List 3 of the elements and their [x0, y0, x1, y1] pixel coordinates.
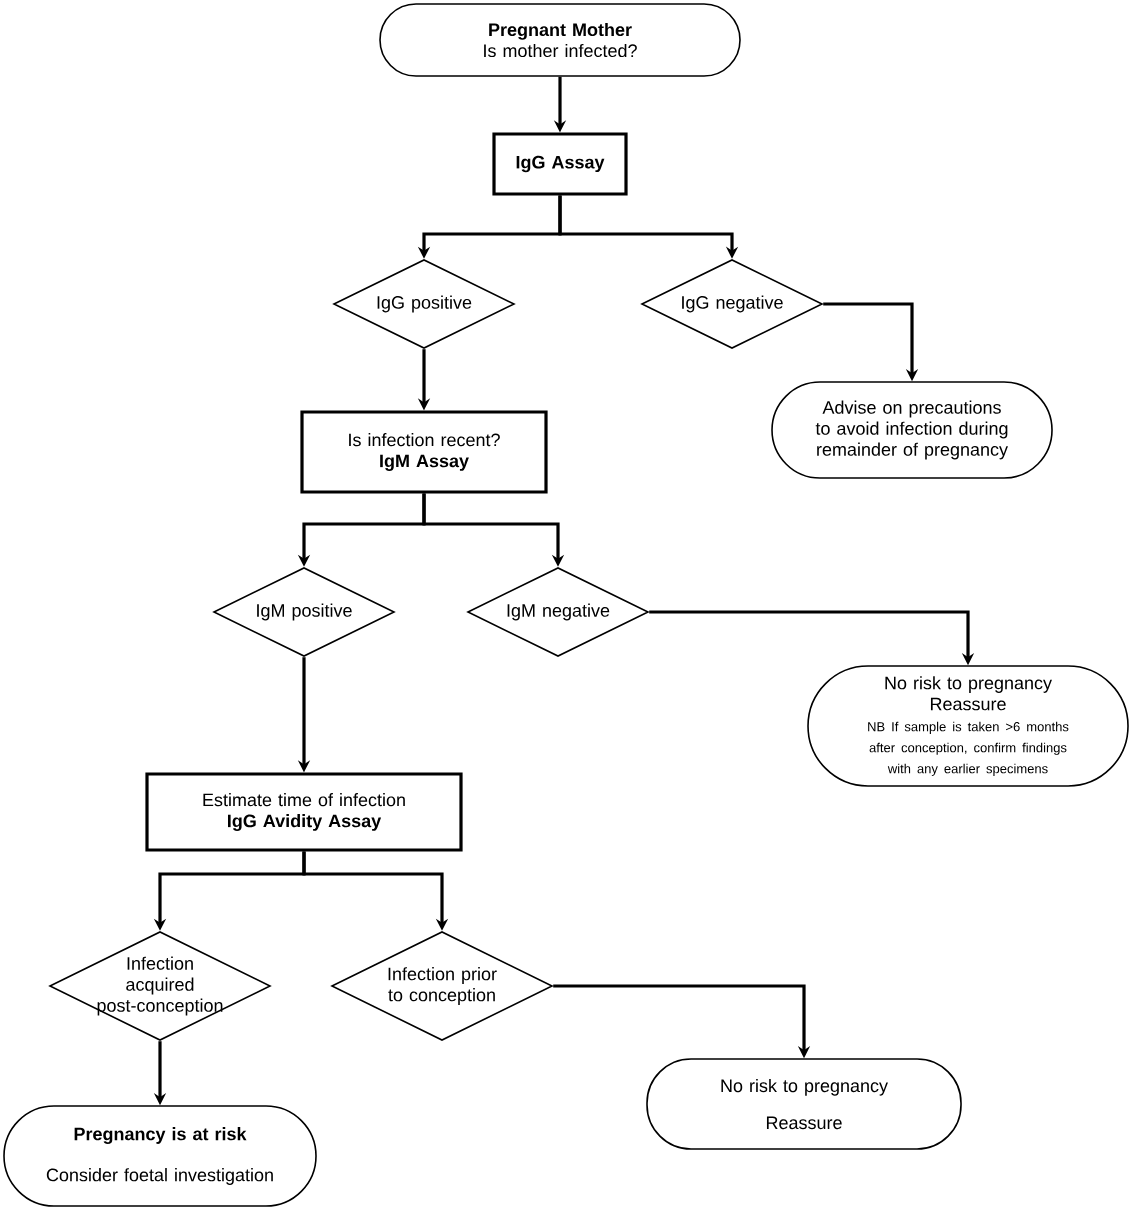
process-box: IgG Assay	[492, 132, 628, 196]
process-box: Estimate time of infection IgG Avidity Assay	[145, 772, 463, 852]
process-box: Is infection recent? IgM Assay	[300, 410, 548, 494]
